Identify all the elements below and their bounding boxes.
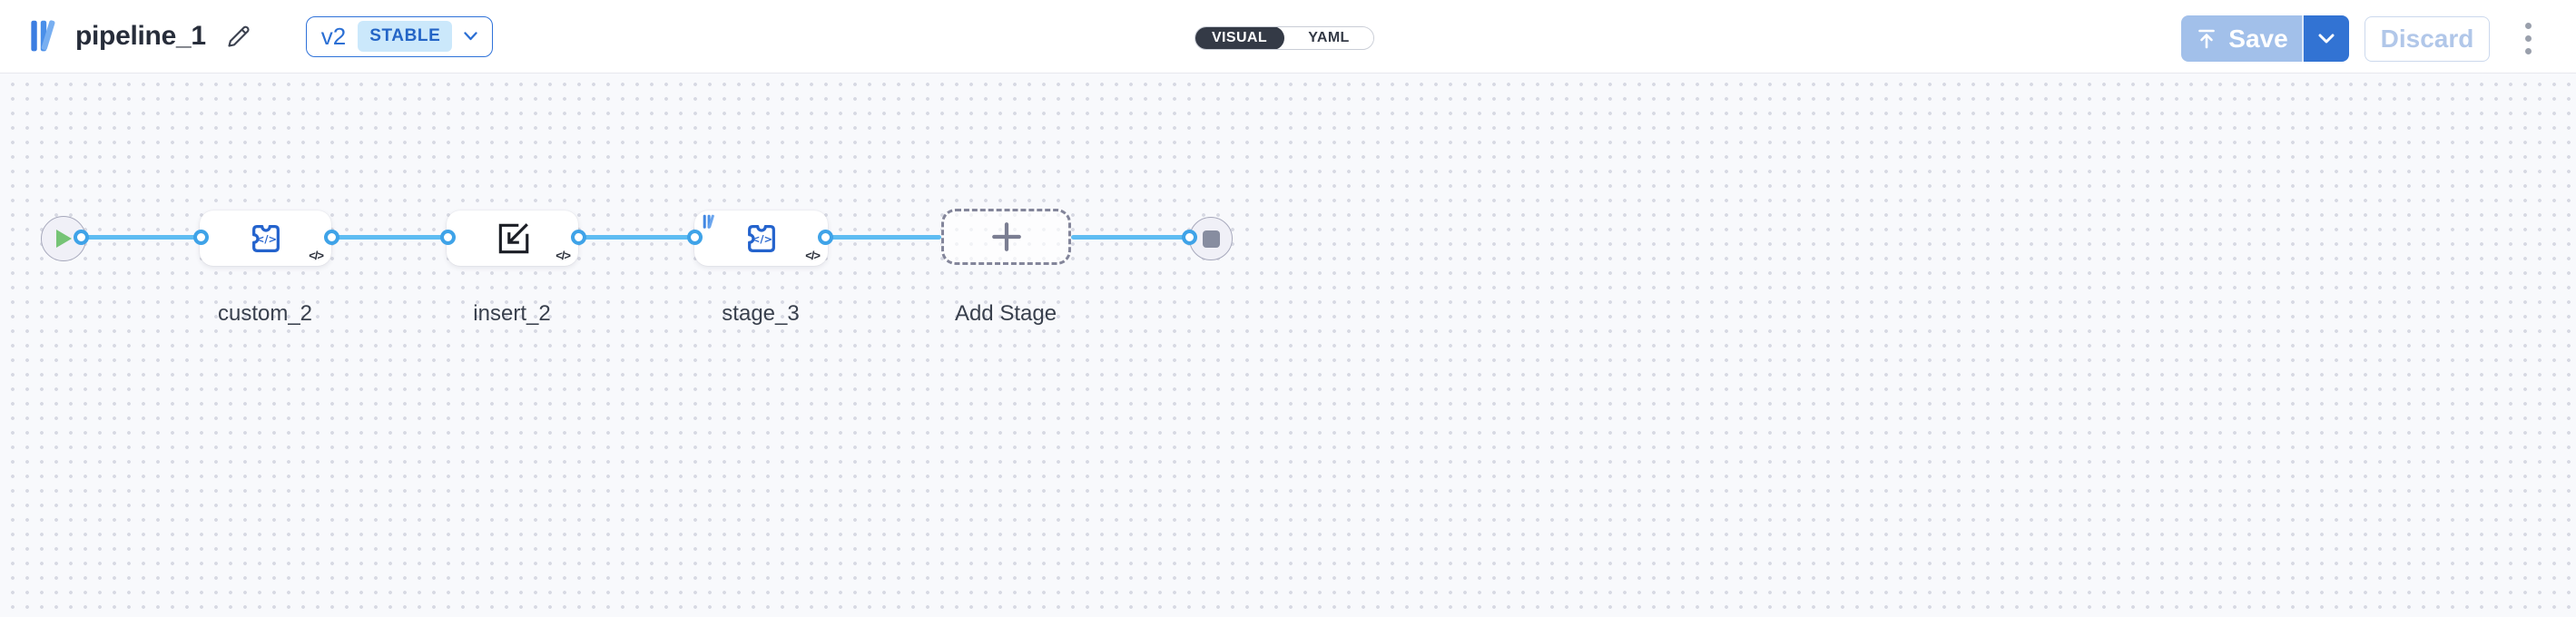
save-options-button[interactable]	[2302, 15, 2349, 62]
connection-port[interactable]	[73, 230, 89, 245]
connection-port[interactable]	[323, 230, 339, 245]
kebab-dot	[2524, 35, 2532, 42]
version-selector[interactable]: v2 STABLE	[305, 15, 494, 57]
pipeline-edge	[1071, 235, 1189, 240]
header-bar: pipeline_1 v2 STABLE VISUAL YAML	[0, 0, 2576, 73]
upload-icon	[2198, 29, 2216, 48]
save-button-label: Save	[2228, 24, 2288, 53]
stage-label: insert_2	[473, 301, 551, 326]
pipeline-canvas[interactable]: </> </> </> </> </>	[0, 73, 2576, 617]
play-icon	[56, 230, 72, 248]
code-badge: </>	[309, 249, 324, 262]
header-right-group: Save Discard	[2181, 15, 2540, 62]
tab-yaml[interactable]: YAML	[1284, 27, 1373, 49]
more-options-button[interactable]	[2516, 15, 2540, 62]
pipeline-start-node[interactable]	[41, 216, 86, 261]
pencil-icon	[228, 25, 250, 47]
version-status-badge: STABLE	[358, 21, 453, 52]
pipeline-edge	[578, 235, 694, 240]
connection-port[interactable]	[1181, 230, 1197, 245]
pipeline-end-node[interactable]	[1189, 217, 1233, 260]
puzzle-code-icon: </>	[747, 224, 775, 252]
pipeline-edge	[825, 235, 941, 240]
pipeline-edge	[331, 235, 447, 240]
app-logo-icon	[31, 20, 55, 52]
view-mode-toggle: VISUAL YAML	[1195, 26, 1374, 50]
save-split-button: Save	[2181, 15, 2349, 62]
page-title: pipeline_1	[75, 21, 206, 51]
connection-port[interactable]	[817, 230, 833, 245]
rename-pipeline-button[interactable]	[221, 18, 257, 54]
stage-label: custom_2	[217, 301, 313, 326]
connection-port[interactable]	[192, 230, 209, 245]
chevron-down-icon	[464, 32, 478, 41]
stage-node-insert_2[interactable]: </>	[447, 211, 578, 266]
stage-node-custom_2[interactable]: </> </>	[200, 211, 331, 266]
stage-label: stage_3	[722, 301, 800, 326]
tab-visual[interactable]: VISUAL	[1195, 27, 1284, 49]
version-label: v2	[320, 22, 347, 50]
stop-icon	[1202, 230, 1220, 248]
plus-icon	[991, 222, 1021, 251]
svg-text:</>: </>	[255, 232, 276, 245]
import-icon	[498, 222, 528, 253]
save-button[interactable]: Save	[2181, 15, 2302, 62]
add-stage-button[interactable]	[941, 209, 1071, 265]
connection-port[interactable]	[439, 230, 456, 245]
code-badge: </>	[805, 249, 821, 262]
connection-port[interactable]	[686, 230, 703, 245]
logo-bars-icon	[703, 214, 714, 229]
header-left-group: pipeline_1 v2 STABLE	[30, 0, 494, 73]
chevron-down-icon	[2318, 34, 2335, 44]
kebab-dot	[2524, 48, 2532, 54]
kebab-dot	[2524, 23, 2532, 29]
pipeline-edge	[81, 235, 201, 240]
stage-node-stage_3[interactable]: </> </>	[694, 211, 828, 266]
stage-label: Add Stage	[954, 301, 1057, 326]
puzzle-code-icon: </>	[251, 224, 280, 252]
svg-text:</>: </>	[751, 232, 772, 245]
discard-button[interactable]: Discard	[2365, 15, 2490, 62]
connection-port[interactable]	[570, 230, 586, 245]
code-badge: </>	[556, 249, 571, 262]
